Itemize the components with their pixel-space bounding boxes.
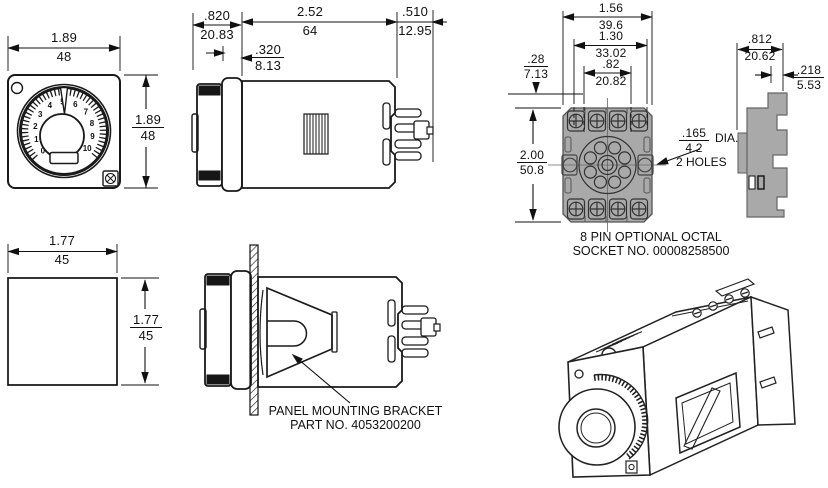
socket-view-drawing [548, 98, 666, 232]
dial-number: 8 [90, 119, 95, 128]
dial-number: 10 [83, 144, 92, 153]
socket-screw-terminals [566, 110, 649, 220]
side-view-drawing [191, 77, 434, 192]
socket-side-drawing [737, 92, 788, 218]
dial-number: 1 [34, 135, 39, 144]
socket-side-dim-lines [736, 43, 798, 130]
dial-pointer-and-knob [39, 86, 85, 165]
brand-mark-icon [625, 460, 638, 474]
dial-number: 6 [73, 100, 78, 109]
dial-number: 7 [84, 108, 89, 117]
side-latch-recess [675, 371, 741, 455]
socket-mounting-holes [561, 154, 654, 176]
side-view-dim-lines [192, 10, 447, 162]
socket-octal-pattern [578, 135, 637, 195]
octal-pins [394, 108, 434, 161]
mount-view-drawing [199, 244, 441, 416]
panel-hatch [249, 244, 259, 416]
octal-pins [401, 305, 441, 358]
knurled-knob-band [593, 374, 649, 460]
dial-number: 2 [33, 122, 38, 131]
socket-dim-lines [508, 11, 701, 223]
dial-number: 4 [48, 101, 53, 110]
dial-number: 0 [41, 146, 46, 155]
dial-numbers: 0 1 2 3 4 5 6 7 8 9 10 [33, 98, 95, 156]
mounting-bracket [259, 286, 338, 379]
dial-number: 3 [38, 110, 43, 119]
dial-number: 9 [90, 132, 95, 141]
cutout-view-drawing [7, 244, 159, 386]
front-view-dim-lines [7, 36, 158, 189]
terminal-screws [692, 288, 750, 318]
isometric-view-drawing [558, 278, 796, 478]
brand-mark-icon [102, 170, 119, 187]
